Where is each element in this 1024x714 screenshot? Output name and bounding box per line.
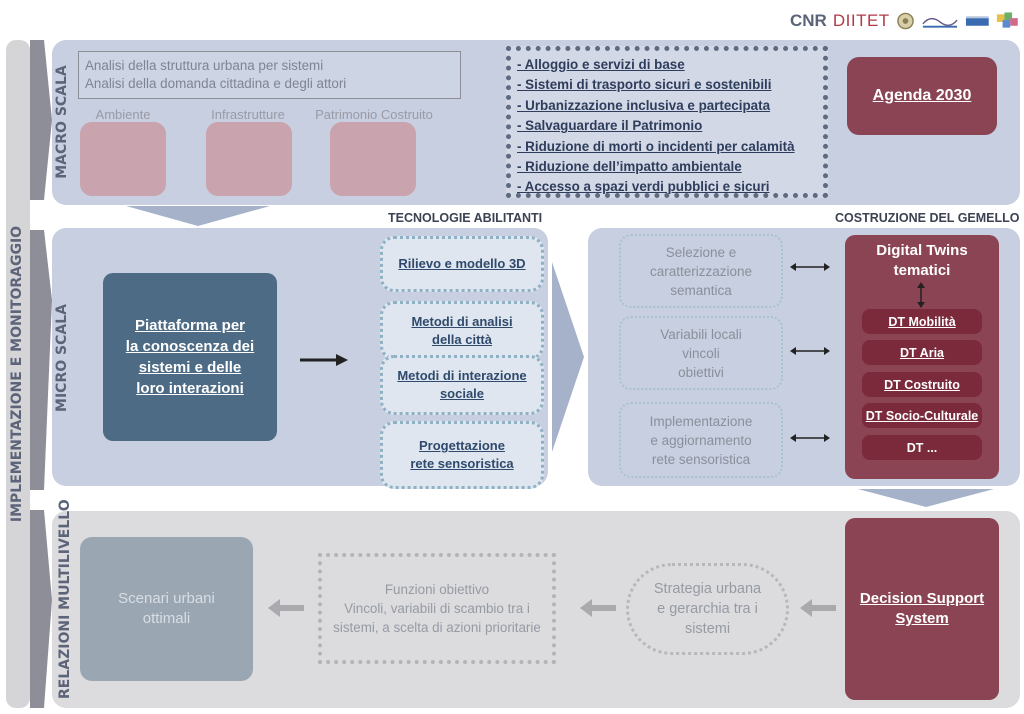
analysis-box: Analisi della struttura urbana per siste…	[78, 51, 461, 99]
left-arrow-icon	[580, 599, 616, 617]
row-chevrons	[30, 40, 52, 708]
decision-support-label: Decision Support System	[859, 590, 985, 627]
monitoring-bar	[6, 40, 30, 708]
dt-aria: DT Aria	[862, 340, 982, 365]
twin-step-implementazione: Implementazione e aggiornamento rete sen…	[619, 402, 783, 478]
agenda-2030-box: Agenda 2030	[847, 57, 997, 135]
multilevel-label: RELAZIONI MULTILIVELLO	[57, 499, 73, 699]
goals-panel: - Alloggio e servizi di base - Sistemi d…	[506, 46, 828, 198]
goal-item: - Sistemi di trasporto sicuri e sostenib…	[517, 77, 772, 93]
tech-metodi-analisi: Metodi di analisi della città	[380, 301, 544, 360]
scenari-box: Scenari urbani ottimali	[80, 537, 253, 681]
tech-progettazione: Progettazione rete sensoristica	[380, 421, 544, 489]
funzioni-label: Funzioni obiettivo Vincoli, variabili di…	[333, 582, 541, 635]
dt-costruito: DT Costruito	[862, 372, 982, 397]
category-box-patrimonio	[330, 122, 416, 196]
category-label-infrastrutture: Infrastrutture	[211, 107, 285, 122]
category-label-ambiente: Ambiente	[95, 107, 151, 122]
micro-to-multi-arrow	[858, 489, 994, 507]
double-arrow-icon	[790, 263, 830, 271]
platform-label: Piattaforma per la conoscenza dei sistem…	[125, 317, 255, 397]
header-logos: CNR DIITET	[790, 8, 1020, 34]
strategia-label: Strategia urbana e gerarchia tra i siste…	[653, 581, 762, 637]
category-box-infrastrutture	[206, 122, 292, 196]
vertical-double-arrow-icon	[917, 282, 925, 308]
dt-socio-culturale: DT Socio-Culturale	[862, 403, 982, 428]
emblem-icon	[896, 12, 914, 30]
micro-scale-label: MICRO SCALA	[54, 304, 70, 412]
macro-to-micro-arrow	[126, 206, 270, 226]
dt-other: DT ...	[862, 435, 982, 460]
cnr-logo: CNR	[790, 11, 827, 30]
funzioni-box: Funzioni obiettivo Vincoli, variabili di…	[318, 553, 556, 664]
category-label-patrimonio: Patrimonio Costruito	[315, 107, 433, 122]
dt-mobilita: DT Mobilità	[862, 309, 982, 334]
decision-support-box: Decision Support System	[845, 518, 999, 700]
goal-item: - Urbanizzazione inclusiva e partecipata	[517, 97, 771, 113]
platform-box: Piattaforma per la conoscenza dei sistem…	[103, 273, 277, 441]
strategia-box: Strategia urbana e gerarchia tra i siste…	[626, 563, 789, 655]
tech-metodi-interazione: Metodi di interazione sociale	[380, 355, 544, 415]
colorful-logo-icon	[997, 12, 1019, 28]
digital-twins-title: Digital Twins tematici	[876, 242, 968, 279]
twin-step-variabili: Variabili locali vincoli obiettivi	[619, 316, 783, 390]
micro-big-chevron	[552, 262, 584, 452]
category-box-ambiente	[80, 122, 166, 196]
platform-arrow-icon	[300, 354, 348, 366]
monitoring-label: IMPLEMENTAZIONE E MONITORAGGIO	[9, 225, 25, 523]
left-arrow-icon	[800, 599, 836, 617]
partner-logo-icon	[965, 16, 989, 26]
twin-header: COSTRUZIONE DEL GEMELLO	[835, 211, 1020, 225]
double-arrow-icon	[790, 434, 830, 442]
analysis-line: Analisi della domanda cittadina e degli …	[85, 76, 347, 91]
scenari-label: Scenari urbani ottimali	[118, 590, 215, 627]
macro-scale-label: MACRO SCALA	[54, 65, 70, 179]
ministry-logo-icon	[922, 17, 958, 28]
diitet-logo: DIITET	[832, 11, 890, 30]
tech-rilievo: Rilievo e modello 3D	[380, 236, 544, 292]
twin-step-selezione: Selezione e caratterizzazione semantica	[619, 234, 783, 308]
left-arrow-icon	[268, 599, 304, 617]
goal-item: - Alloggio e servizi di base	[517, 57, 685, 72]
double-arrow-icon	[790, 347, 830, 355]
goal-item: - Accesso a spazi verdi pubblici e sicur…	[517, 179, 770, 195]
goal-item: - Salvaguardare il Patrimonio	[517, 118, 703, 134]
goal-item: - Riduzione di morti o incidenti per cal…	[517, 138, 795, 154]
tech-header: TECNOLOGIE ABILITANTI	[388, 211, 543, 225]
analysis-line: Analisi della struttura urbana per siste…	[85, 58, 324, 73]
goal-item: - Riduzione dell’impatto ambientale	[517, 159, 742, 175]
